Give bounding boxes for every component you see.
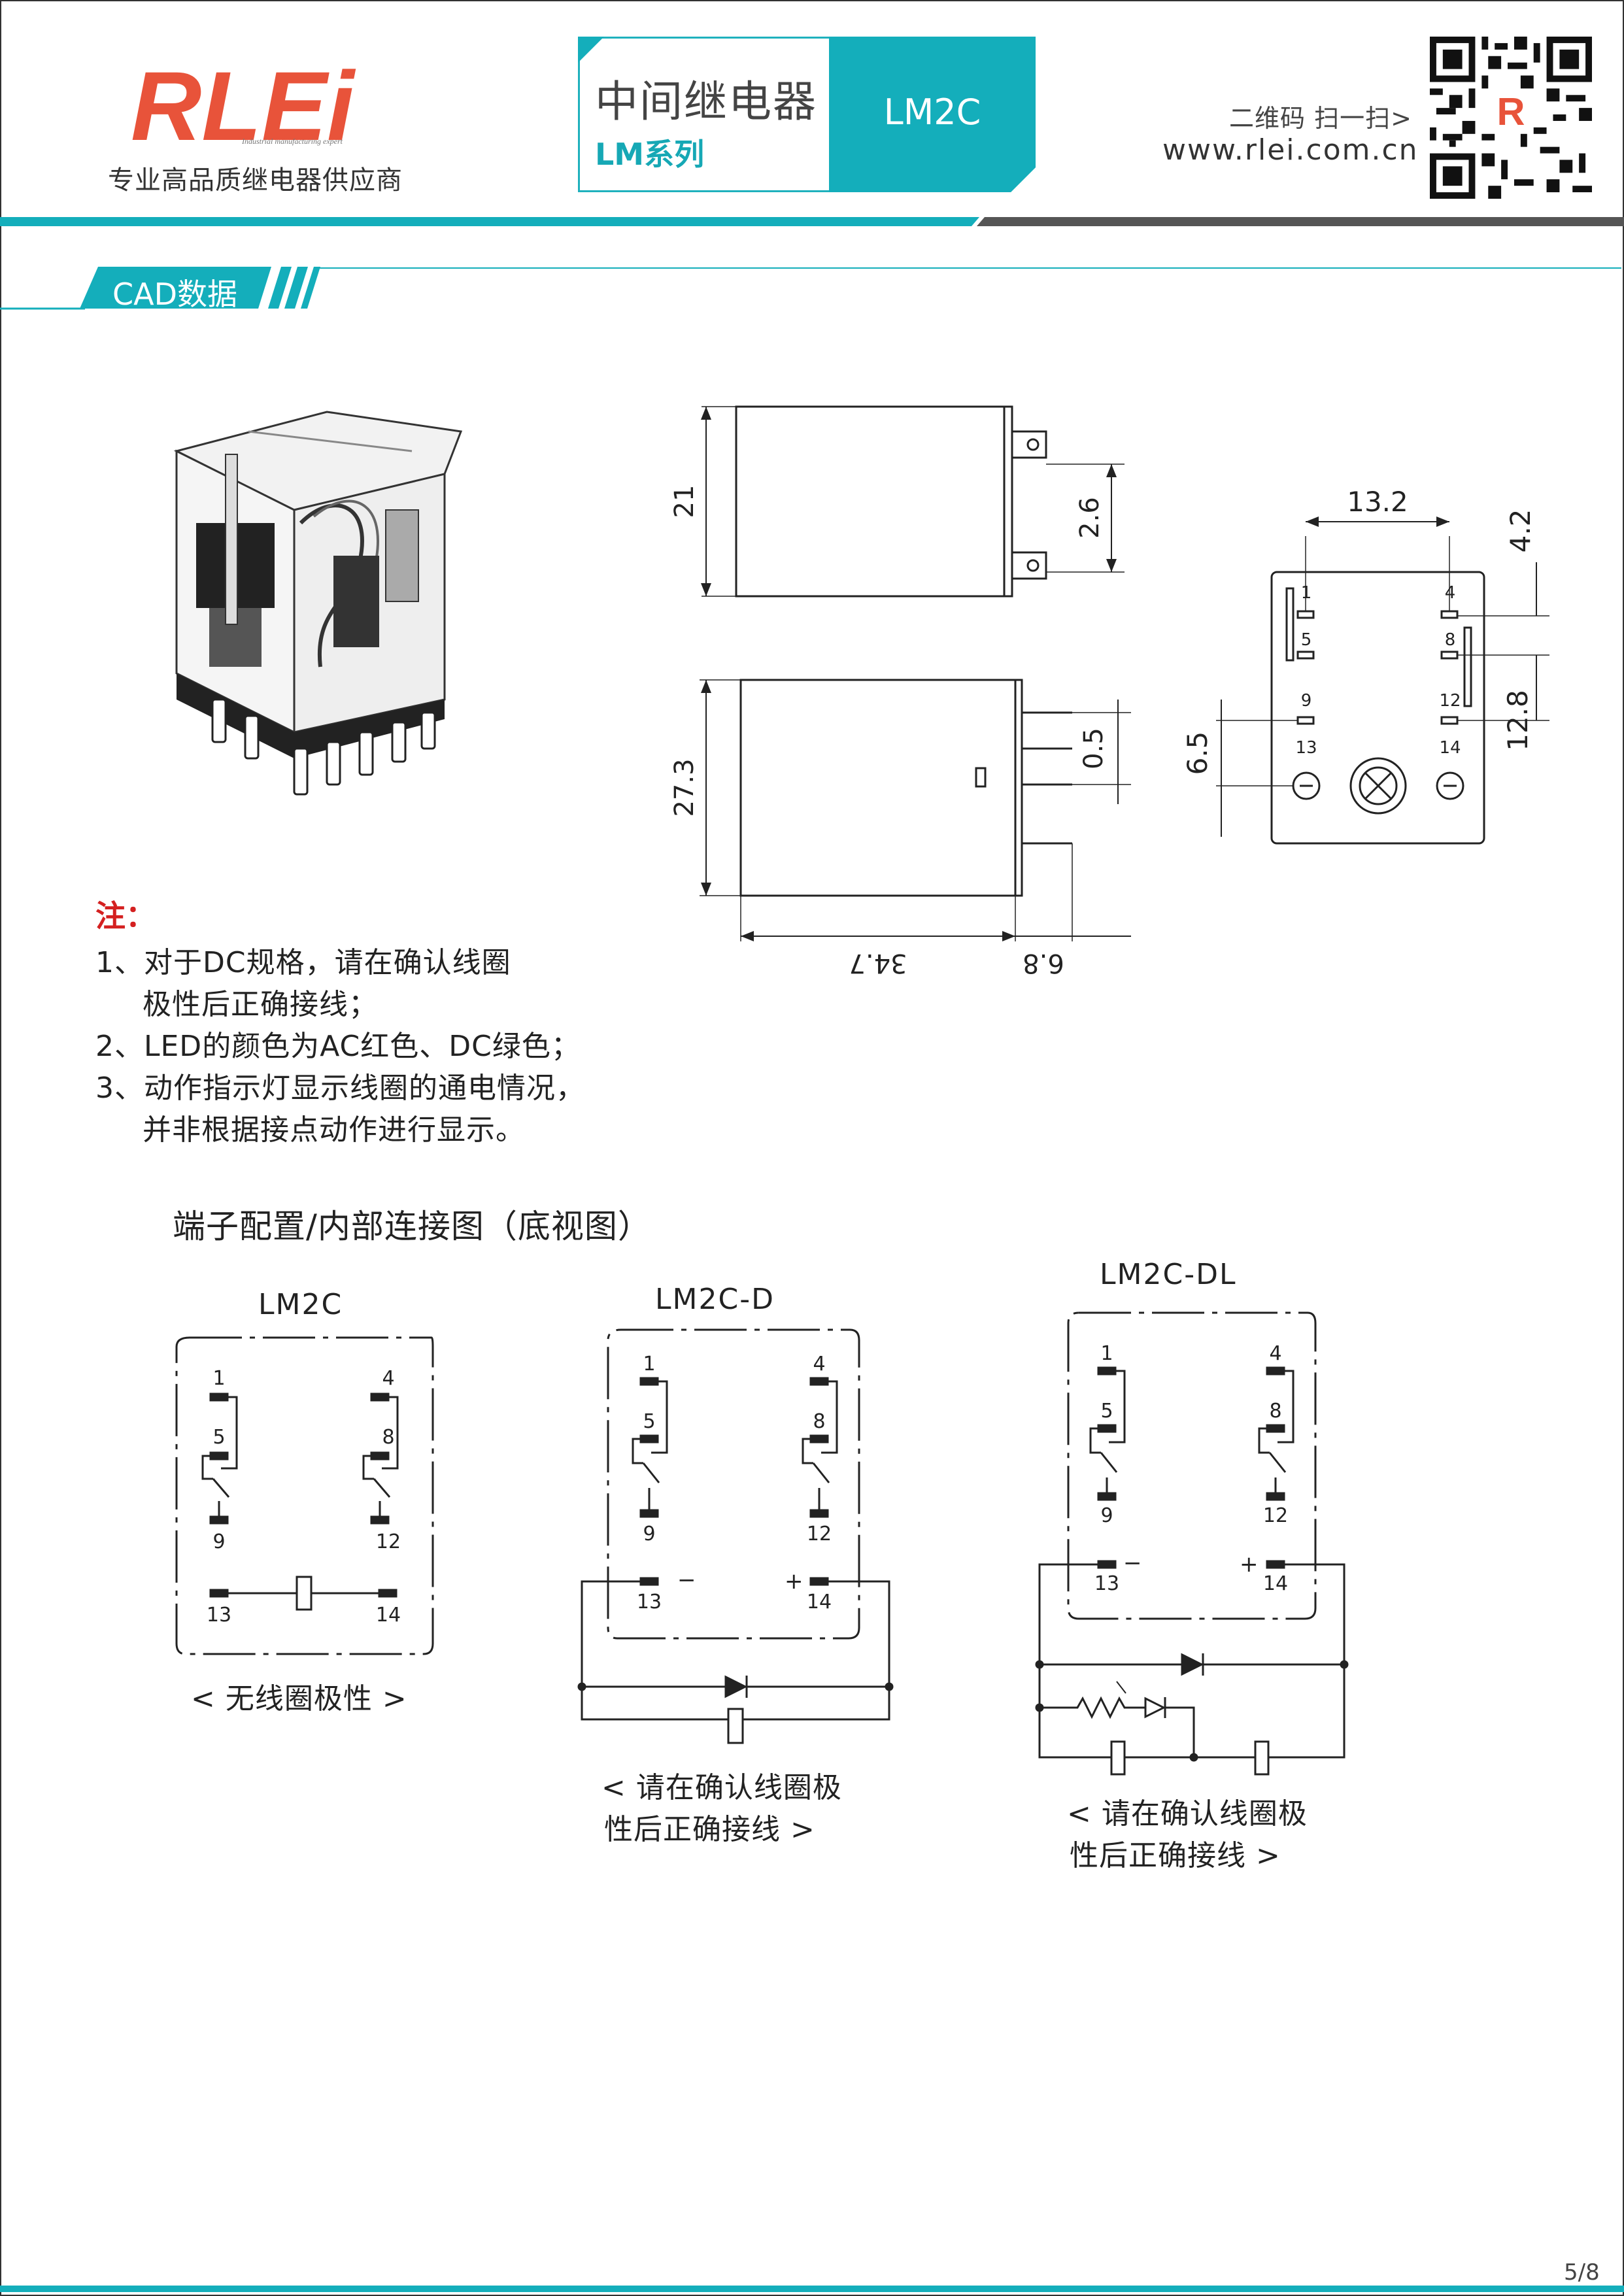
dim-coil-spacing: 6.5 [1181,732,1213,775]
bottom-pin-8: 8 [1445,630,1456,650]
bottom-pin-13: 13 [1295,738,1317,758]
note-line-2: 2、LED的颜色为AC红色、DC绿色； [95,1030,581,1063]
note-line-1: 1、对于DC规格，请在确认线圈 [95,946,511,979]
lm2c-d-pin-13: 13 [637,1591,662,1613]
lm2c-pin-5: 5 [212,1426,225,1449]
lm2c-d-pin-8: 8 [813,1410,825,1433]
section-header-bar [0,267,1621,310]
lm2c-d-pin-9: 9 [643,1523,655,1545]
dim-body-length: 34.7 [849,948,907,978]
footer-bar [0,2286,1624,2292]
note-line-3-cont: 并非根据接点动作进行显示。 [143,1113,525,1147]
lm2c-pin-9: 9 [212,1530,225,1553]
relay-product-image [173,411,463,796]
lm2c-dl-pin-1: 1 [1100,1342,1113,1365]
lm2c-d-plus: + [785,1568,804,1595]
caption-lm2c-d-line1: < 请在确认线圈极 [601,1771,842,1804]
page-number: 5/8 [1564,2259,1600,2286]
company-subtitle: 专业高品质继电器供应商 [108,165,403,195]
wiring-section-title: 端子配置/内部连接图（底视图） [173,1207,651,1245]
lm2c-pin-14: 14 [376,1604,401,1627]
logo-tagline: Industrial manufacturing expert [241,137,343,146]
dim-front-height: 27.3 [669,758,700,817]
wiring-diagram-lm2c-dl [1035,1311,1349,1776]
notes-heading: 注： [95,898,156,934]
product-type: 中间继电器 [595,76,817,127]
dim-pin-spacing-y: 12.8 [1502,690,1534,751]
lm2c-dl-plus: + [1240,1551,1259,1578]
caption-lm2c-dl-line1: < 请在确认线圈极 [1067,1797,1308,1831]
lm2c-pin-13: 13 [207,1604,231,1627]
lm2c-d-minus: − [677,1567,696,1593]
lm2c-dl-pin-4: 4 [1269,1342,1281,1365]
wiring-diagram-lm2c-d [577,1328,894,1744]
lm2c-dl-pin-9: 9 [1100,1504,1113,1527]
dim-pin-length: 6.8 [1023,948,1064,978]
lm2c-dl-pin-8: 8 [1269,1400,1281,1423]
dim-top-offset: 4.2 [1504,509,1536,553]
logo-text: RLEi [131,55,356,153]
lm2c-pin-12: 12 [376,1530,401,1553]
lm2c-d-pin-1: 1 [643,1353,655,1376]
dim-pin-spacing-x: 13.2 [1347,486,1408,518]
lm2c-d-pin-14: 14 [807,1591,832,1613]
lm2c-dl-pin-5: 5 [1100,1400,1113,1423]
dim-pin-offset: 2.6 [1075,497,1105,539]
bottom-pin-1: 1 [1301,583,1312,603]
note-line-3: 3、动作指示灯显示线圈的通电情况， [95,1072,585,1105]
lm2c-pin-8: 8 [382,1426,394,1449]
lm2c-d-pin-4: 4 [813,1353,825,1376]
bottom-pin-12: 12 [1439,691,1461,711]
bottom-pin-4: 4 [1445,583,1456,603]
lm2c-pin-4: 4 [382,1367,394,1390]
caption-lm2c-d-line2: 性后正确接线 > [604,1813,815,1846]
bottom-view-body [1270,571,1485,845]
bottom-pin-14: 14 [1439,738,1461,758]
caption-lm2c: < 无线圈极性 > [191,1682,407,1715]
lm2c-d-pin-5: 5 [643,1410,655,1433]
lm2c-dl-pin-13: 13 [1094,1572,1119,1595]
bottom-pin-5: 5 [1301,630,1312,650]
title-box-corners [578,37,1036,192]
lm2c-pin-1: 1 [212,1367,225,1390]
lm2c-d-pin-12: 12 [807,1523,832,1545]
bottom-pin-9: 9 [1301,691,1312,711]
dim-side-height: 21 [669,485,700,518]
dim-pin-thickness: 0.5 [1079,728,1109,769]
diagram-label-lm2c: LM2C [258,1288,343,1321]
diagram-label-lm2c-dl: LM2C-DL [1100,1258,1237,1291]
company-logo: RLEi Industrial manufacturing expert [131,55,356,153]
header-divider-bar [0,217,1624,226]
cad-drawings: 21 2.6 27.3 0.5 34.7 6.8 13.2 4.2 12.8 6… [669,405,1549,978]
series-label: LM系列 [595,137,705,172]
model-label: LM2C [883,92,981,133]
note-line-1-cont: 极性后正确接线； [143,988,378,1021]
section-title: CAD数据 [112,277,238,312]
caption-lm2c-dl-line2: 性后正确接线 > [1070,1839,1281,1872]
qr-code-icon[interactable]: R [1429,37,1593,199]
website-url[interactable]: www.rlei.com.cn [1162,133,1419,167]
lm2c-dl-minus: − [1123,1550,1142,1576]
lm2c-dl-pin-14: 14 [1263,1572,1288,1595]
svg-text:R: R [1497,90,1525,133]
model-box [829,37,1036,192]
qr-label: 二维码 扫一扫> [1229,104,1412,133]
diagram-label-lm2c-d: LM2C-D [655,1283,775,1316]
wiring-diagram-lm2c [175,1336,434,1655]
lm2c-dl-pin-12: 12 [1263,1504,1288,1527]
